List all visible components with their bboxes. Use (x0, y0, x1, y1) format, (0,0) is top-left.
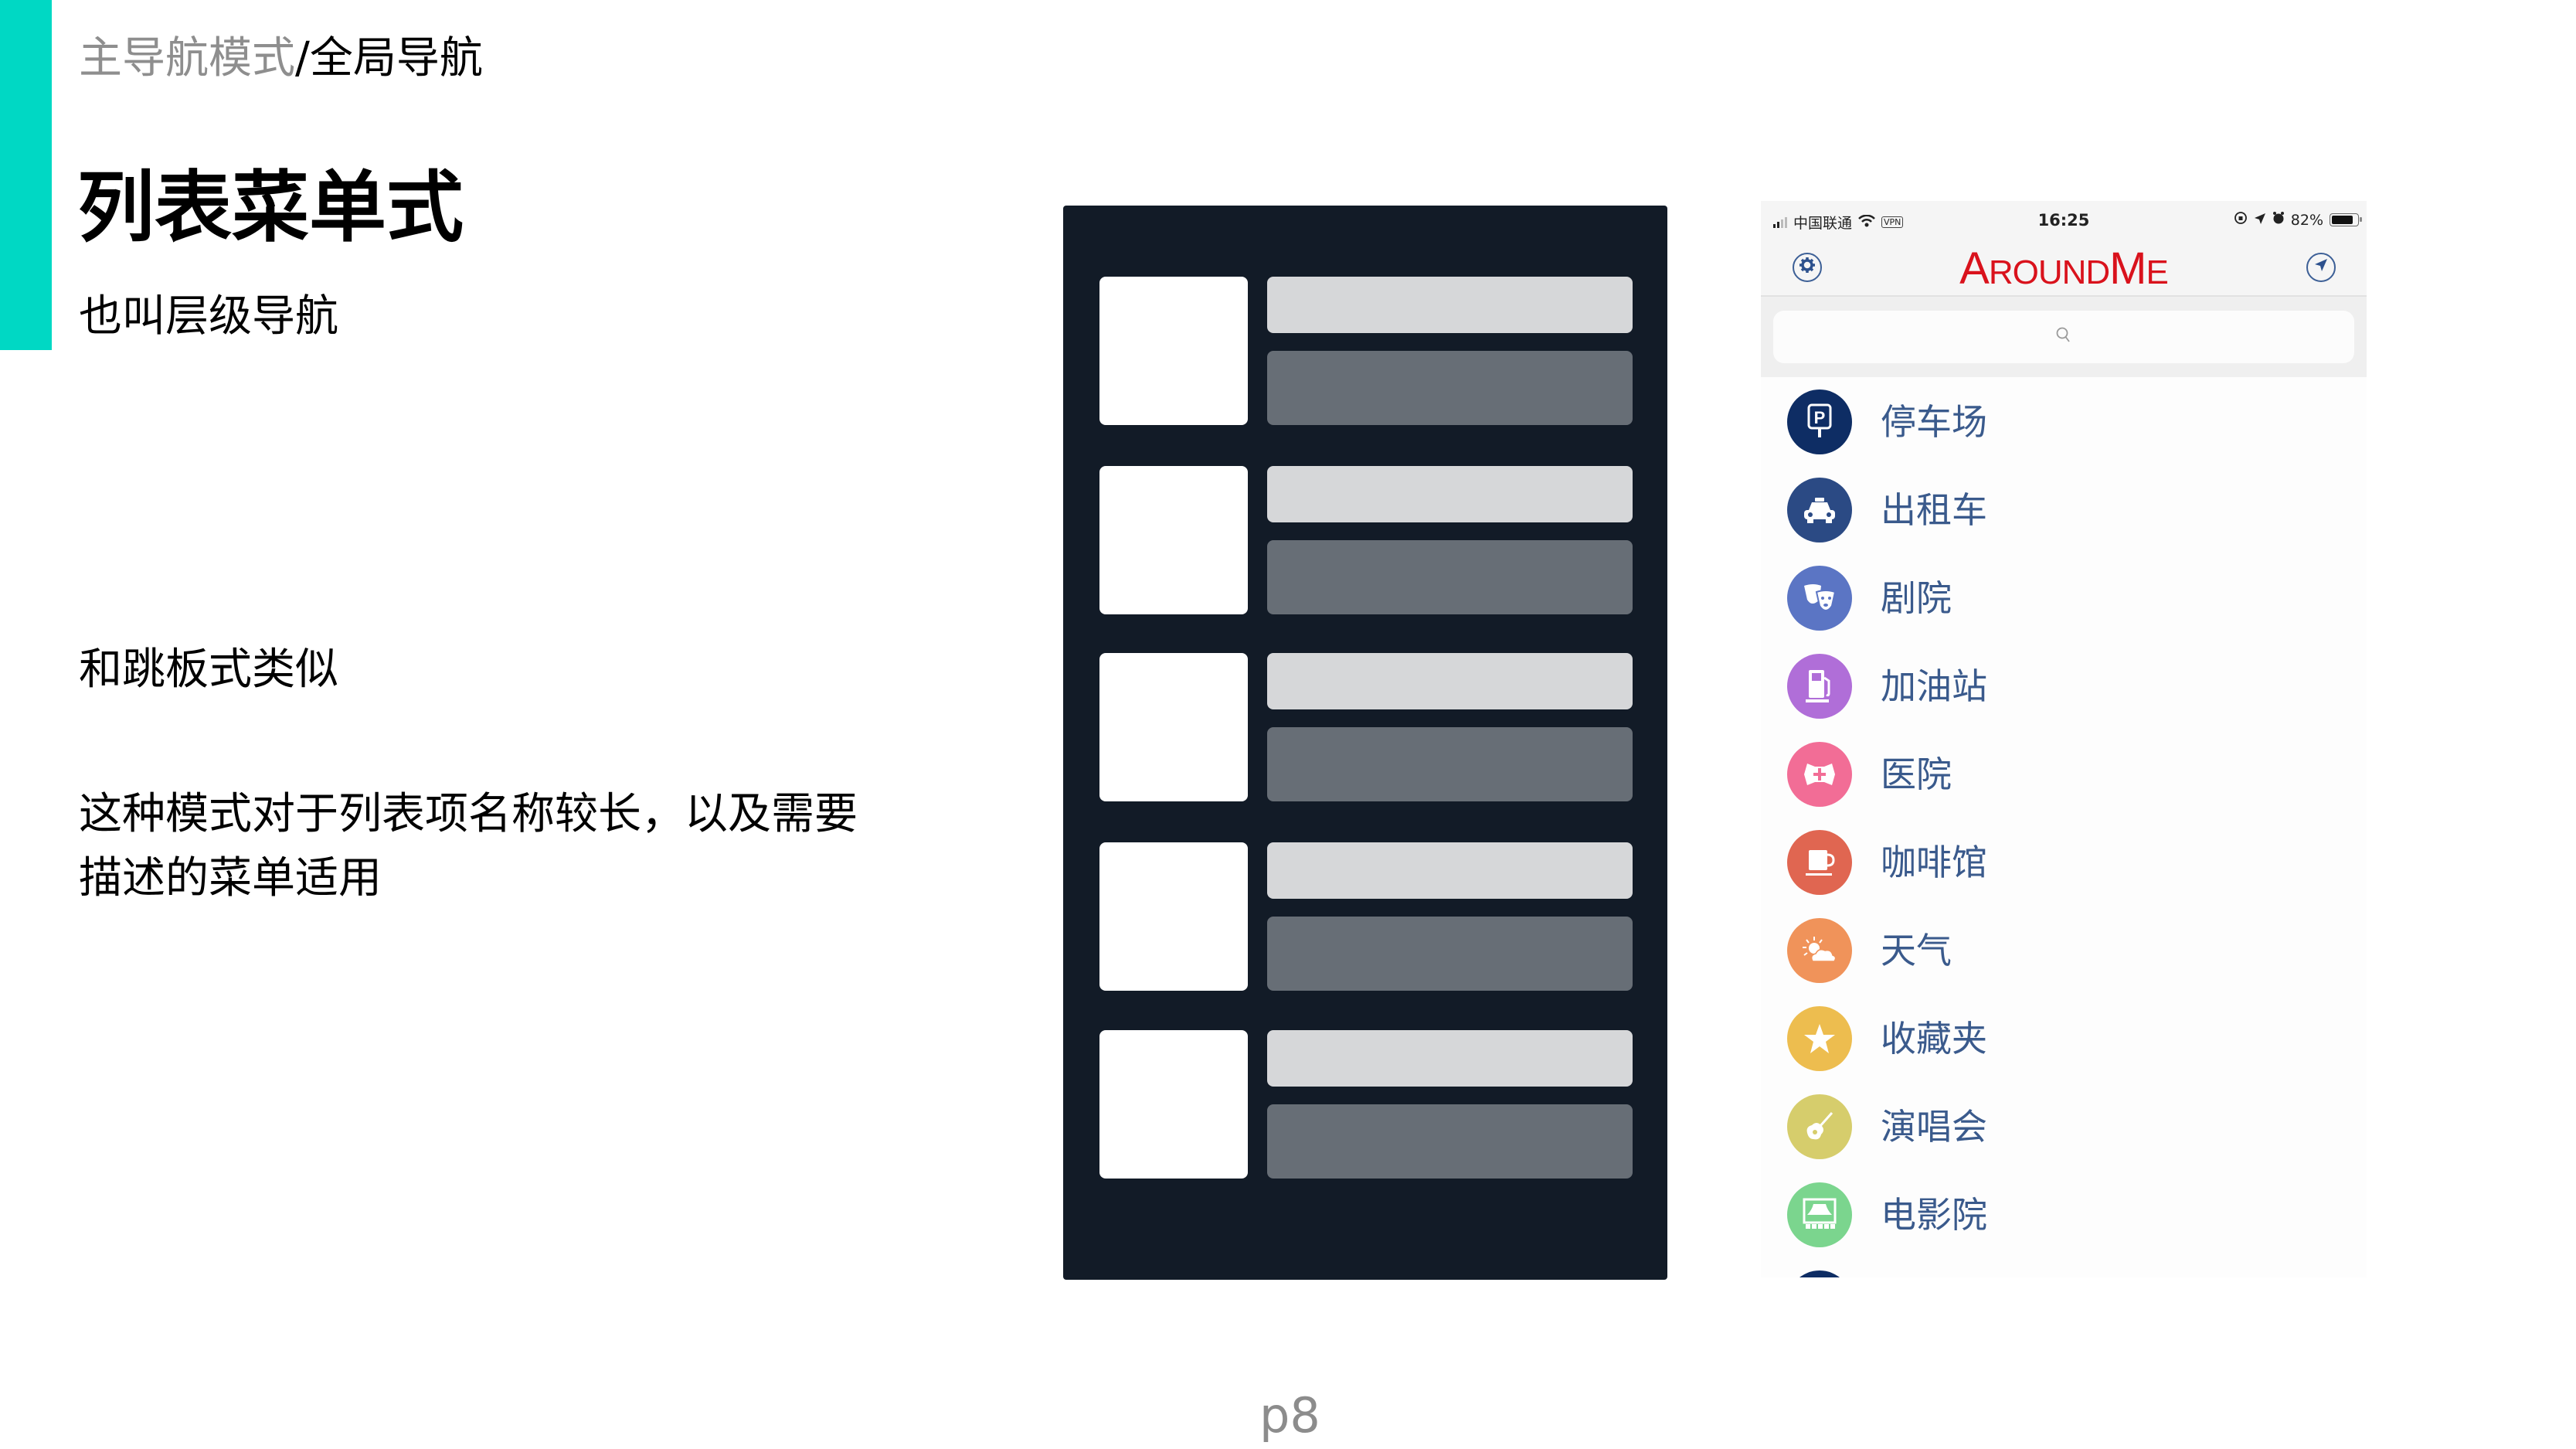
status-left: 中国联通 VPN (1773, 212, 1904, 233)
list-menu-wireframe (1063, 206, 1667, 1280)
wireframe-thumbnail (1099, 842, 1248, 991)
list-item-concert[interactable]: 演唱会 (1761, 1094, 2367, 1172)
gas-pump-icon (1787, 654, 1852, 719)
hospital-icon (1787, 742, 1852, 807)
location-arrow-icon (2313, 257, 2329, 277)
carrier-name: 中国联通 (1793, 215, 1853, 232)
search-input[interactable] (1773, 311, 2354, 363)
list-item-partial[interactable] (1761, 1270, 2367, 1277)
list-item-label: 出租车 (1881, 489, 1987, 531)
list-item-label: 剧院 (1881, 577, 1952, 619)
wireframe-description-bar (1267, 351, 1633, 425)
list-item-label: 加油站 (1881, 665, 1987, 707)
settings-button[interactable] (1793, 253, 1822, 282)
alarm-icon (2272, 211, 2285, 229)
locate-me-button[interactable] (2306, 253, 2336, 282)
search-icon (2055, 326, 2072, 348)
list-item-label: 天气 (1881, 930, 1952, 971)
wireframe-row (1099, 277, 1633, 425)
gear-icon (1798, 256, 1816, 279)
weather-sun-cloud-icon (1787, 918, 1852, 983)
list-item-cinema[interactable]: 电影院 (1761, 1182, 2367, 1260)
logo-letter: M (2109, 243, 2146, 294)
list-item-label: 演唱会 (1881, 1106, 1987, 1148)
status-time: 16:25 (2037, 211, 2090, 230)
breadcrumb-separator: / (295, 33, 310, 83)
wireframe-description-bar (1267, 540, 1633, 614)
wireframe-description-bar (1267, 1104, 1633, 1179)
taxi-icon (1787, 478, 1852, 543)
parking-icon: P (1787, 389, 1852, 454)
accent-bar (0, 0, 52, 350)
coffee-cup-icon (1787, 830, 1852, 895)
wireframe-row (1099, 466, 1633, 614)
status-bar: 中国联通 VPN 16:25 82% (1761, 201, 2367, 241)
wireframe-description-bar (1267, 917, 1633, 991)
logo-letter: A (1959, 243, 1990, 294)
list-item-hospital[interactable]: 医院 (1761, 742, 2367, 819)
list-item-label: 电影院 (1881, 1194, 1987, 1236)
guitar-icon (1787, 1094, 1852, 1159)
logo-letter: E (2146, 253, 2168, 291)
list-item-weather[interactable]: 天气 (1761, 918, 2367, 995)
list-item-cafe[interactable]: 咖啡馆 (1761, 830, 2367, 907)
battery-icon (2330, 213, 2362, 226)
navigation-bar: AROUNDME (1761, 241, 2367, 297)
cinema-icon (1787, 1182, 1852, 1247)
breadcrumb: 主导航模式/全局导航 (79, 29, 483, 88)
wireframe-thumbnail (1099, 277, 1248, 425)
status-right: 82% (2234, 211, 2362, 229)
wifi-icon (1858, 214, 1875, 231)
wireframe-row (1099, 1030, 1633, 1179)
vpn-badge: VPN (1881, 216, 1904, 228)
list-item-gas-station[interactable]: 加油站 (1761, 654, 2367, 731)
wireframe-title-bar (1267, 653, 1633, 709)
list-item-favorites[interactable]: 收藏夹 (1761, 1006, 2367, 1083)
breadcrumb-current: 全局导航 (309, 33, 483, 83)
wireframe-description-bar (1267, 727, 1633, 801)
breadcrumb-parent: 主导航模式 (79, 33, 295, 83)
wireframe-title-bar (1267, 277, 1633, 333)
list-item-theater[interactable]: 剧院 (1761, 566, 2367, 643)
svg-text:P: P (1814, 408, 1826, 427)
wireframe-thumbnail (1099, 1030, 1248, 1179)
wireframe-thumbnail (1099, 466, 1248, 614)
aroundme-phone-screenshot: 中国联通 VPN 16:25 82% AROUNDM (1761, 201, 2367, 1277)
page-title: 列表菜单式 (77, 162, 464, 253)
note-usage: 这种模式对于列表项名称较长，以及需要描述的菜单适用 (79, 789, 858, 903)
wireframe-title-bar (1267, 842, 1633, 899)
list-item-label: 咖啡馆 (1881, 842, 1987, 883)
list-item-parking[interactable]: P 停车场 (1761, 389, 2367, 467)
list-item-label: 停车场 (1881, 401, 1987, 443)
theater-masks-icon (1787, 566, 1852, 631)
subtitle: 也叫层级导航 (79, 291, 338, 342)
wireframe-title-bar (1267, 1030, 1633, 1087)
wireframe-thumbnail (1099, 653, 1248, 801)
battery-percentage: 82% (2290, 211, 2323, 229)
rotation-lock-icon (2234, 211, 2248, 229)
signal-icon (1773, 216, 1787, 228)
wireframe-row (1099, 842, 1633, 991)
location-services-icon (2254, 212, 2266, 229)
page-number: p8 (1259, 1387, 1320, 1444)
note-similar-to-springboard: 和跳板式类似 (79, 645, 338, 695)
search-section (1761, 297, 2367, 377)
logo-letters: ROUND (1988, 253, 2110, 291)
partial-category-icon (1787, 1270, 1852, 1277)
list-item-label: 收藏夹 (1881, 1018, 1987, 1060)
list-item-label: 医院 (1881, 753, 1952, 795)
app-logo: AROUNDME (1761, 246, 2367, 296)
wireframe-row (1099, 653, 1633, 801)
star-icon (1787, 1006, 1852, 1071)
wireframe-title-bar (1267, 466, 1633, 522)
list-item-taxi[interactable]: 出租车 (1761, 478, 2367, 555)
